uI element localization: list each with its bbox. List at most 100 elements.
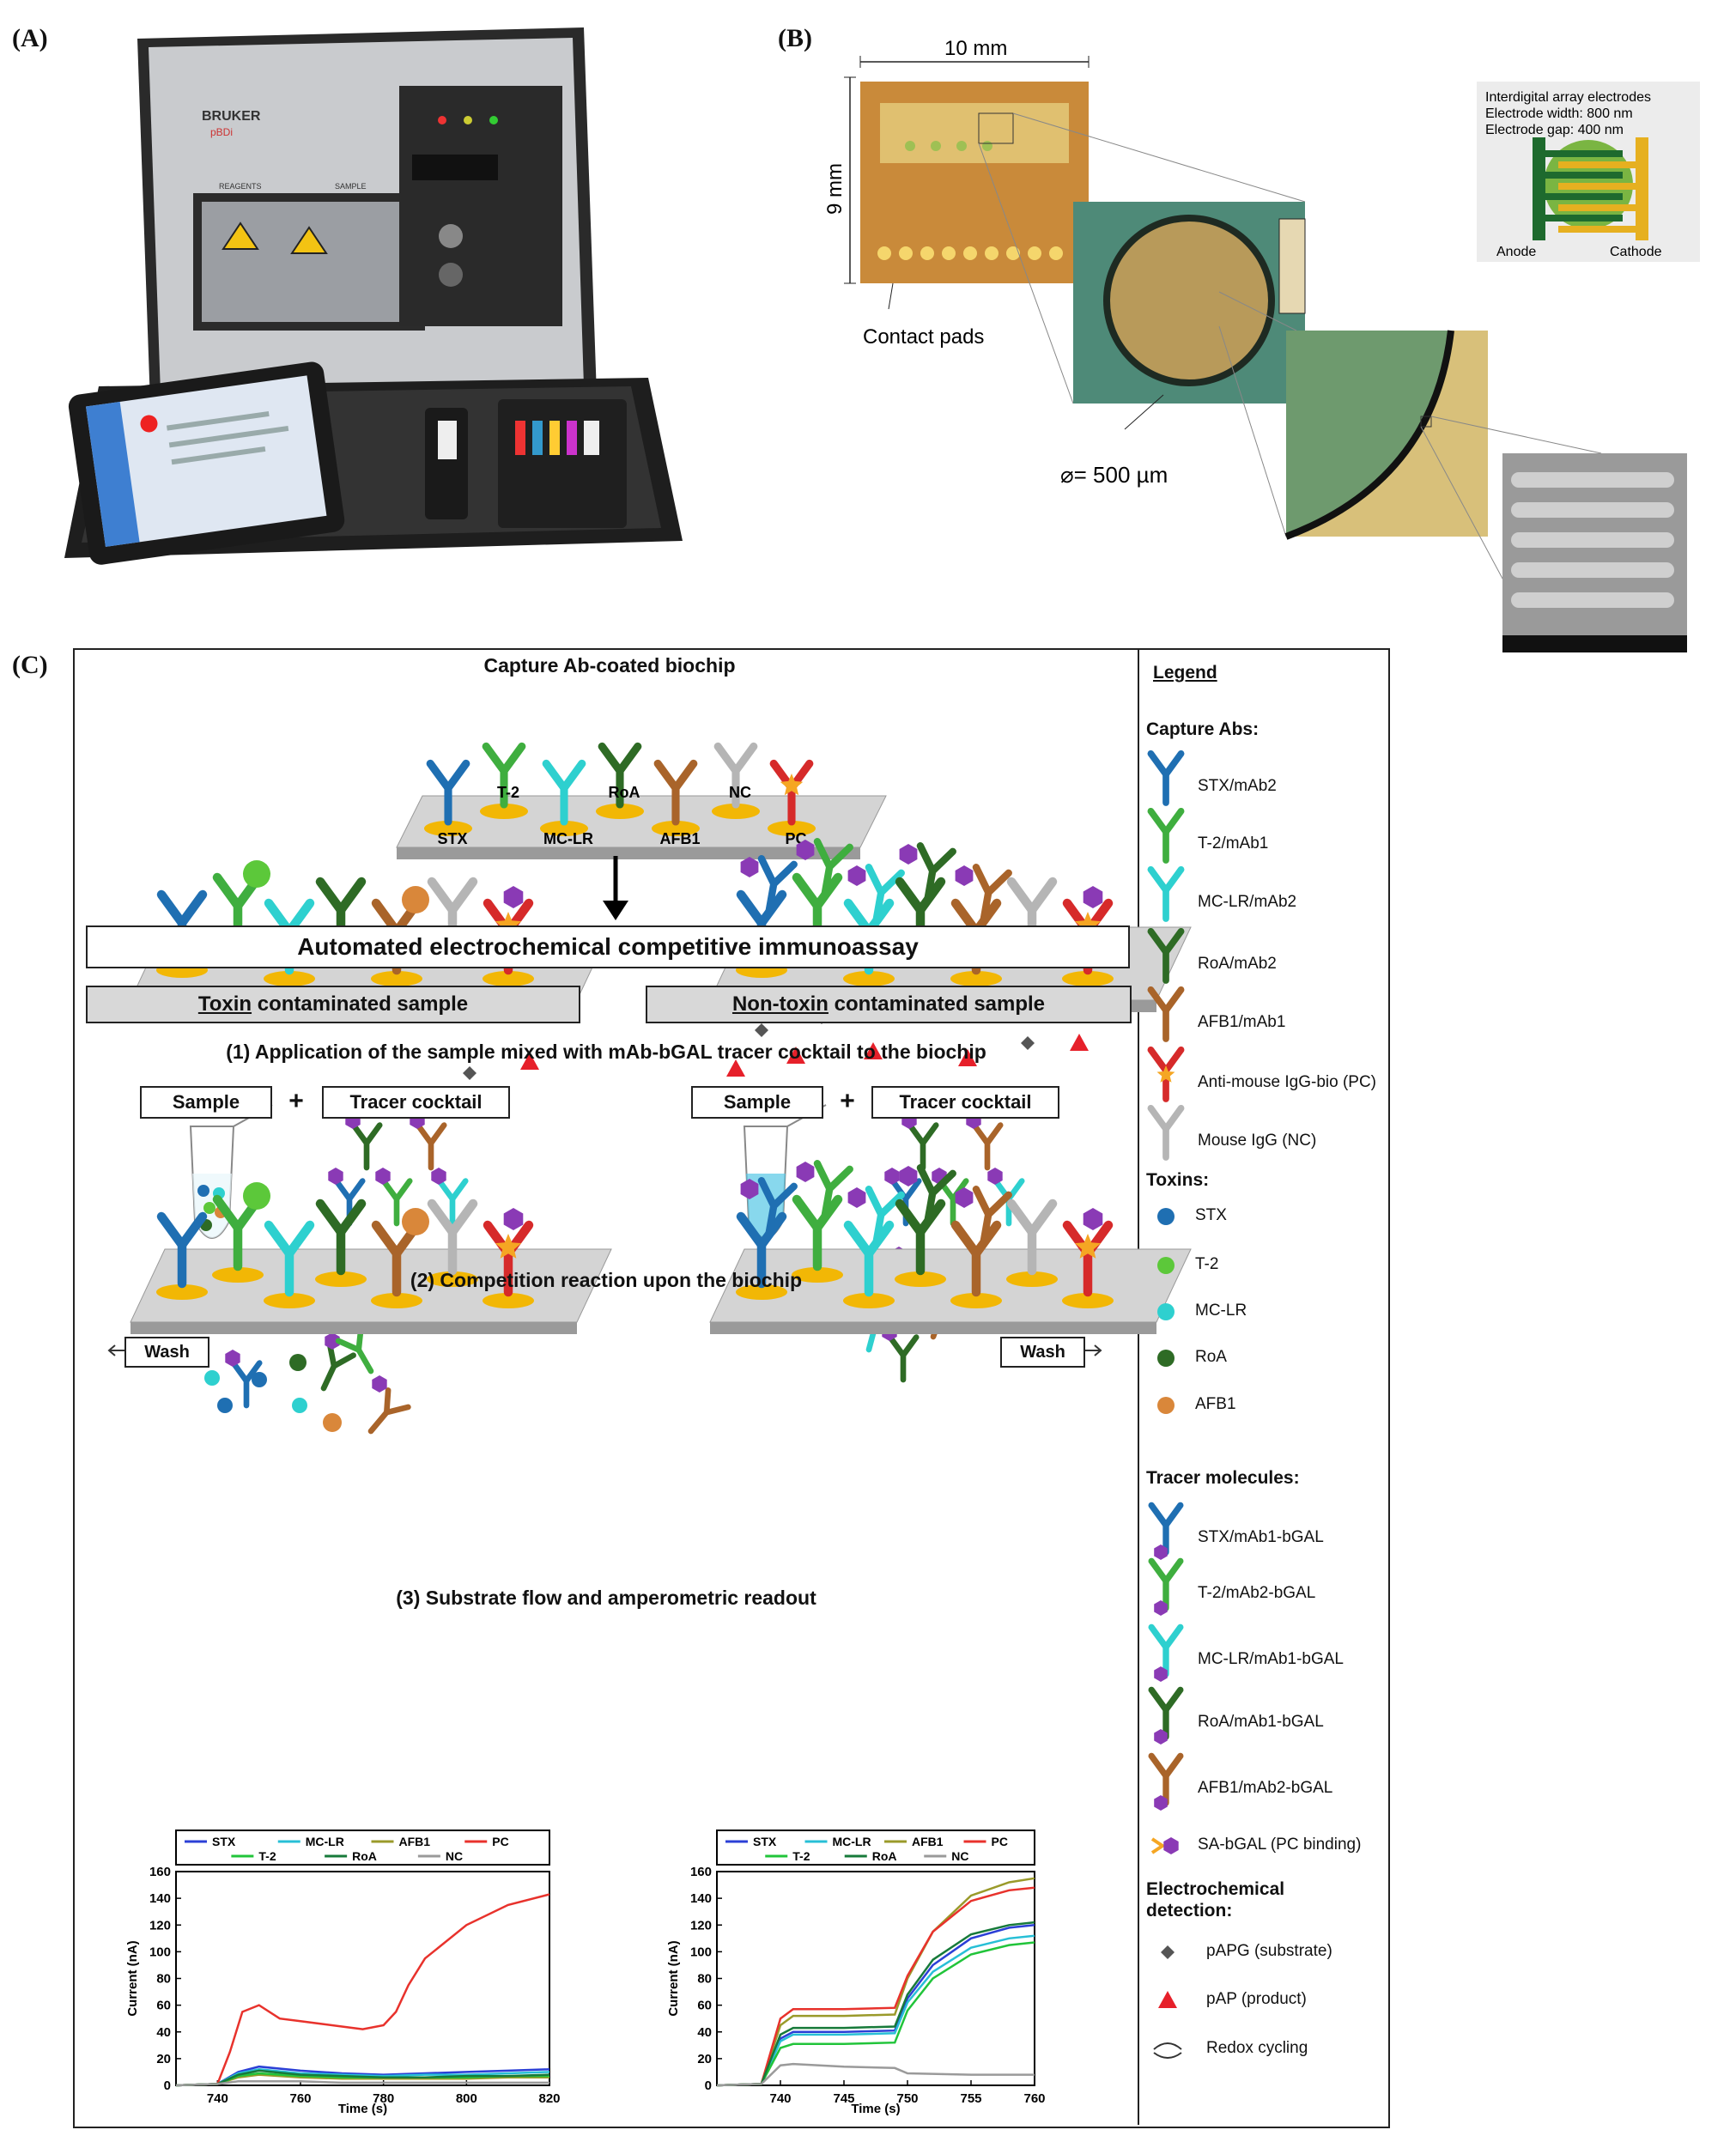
wash-box-right: Wash bbox=[1000, 1337, 1085, 1368]
y-tick-label: 20 bbox=[156, 2052, 171, 2066]
step-2-title: (2) Competition reaction upon the biochi… bbox=[410, 1269, 803, 1291]
free-toxin-STX-2 bbox=[217, 1398, 233, 1413]
legend-toxin-icon-4 bbox=[1157, 1397, 1175, 1414]
tracer-bgal-icon-AFB1 bbox=[372, 1375, 387, 1393]
legend-tracer-bgal-2 bbox=[1154, 1666, 1168, 1682]
step3-nontoxin-spot-AFB1 bbox=[950, 1293, 1002, 1308]
y-tick-label: 120 bbox=[690, 1918, 712, 1933]
device-label-reagents: REAGENTS bbox=[219, 182, 262, 191]
step3-toxin-capture-RoA bbox=[315, 1198, 367, 1276]
chart-legend-label-AFB1: AFB1 bbox=[912, 1835, 944, 1848]
tracer-box-right: Tracer cocktail bbox=[871, 1086, 1059, 1119]
legend-toxin-icon-0 bbox=[1157, 1208, 1175, 1225]
plus-right: + bbox=[840, 1087, 855, 1115]
series-line-NC bbox=[716, 2062, 1035, 2087]
step2-nontoxin-pc-bgal bbox=[1083, 886, 1103, 908]
y-tick-label: 80 bbox=[156, 1972, 171, 1987]
legend-tracer-item-2: MC-LR/mAb1-bGAL bbox=[1198, 1650, 1344, 1668]
step3-nontoxin-product-2 bbox=[864, 1042, 883, 1059]
panel-label-b: (B) bbox=[778, 24, 812, 52]
step2-toxin-bound-T-2 bbox=[243, 860, 270, 888]
spot-T-2 bbox=[480, 804, 528, 819]
legend-capture-icon-1 bbox=[1147, 807, 1185, 864]
y-tick-label: 160 bbox=[149, 1865, 171, 1879]
step2-nontoxin-bound-tracer-T-2 bbox=[813, 838, 853, 901]
step3-toxin-spot-AFB1 bbox=[371, 1293, 422, 1308]
series-line-RoA bbox=[716, 1921, 1035, 2087]
legend-toxin-icon-1 bbox=[1157, 1257, 1175, 1274]
legend-pc-star-icon bbox=[1156, 1065, 1175, 1083]
legend-toxin-icon-2 bbox=[1157, 1303, 1175, 1320]
step2-nontoxin-spot-PC bbox=[1062, 971, 1114, 986]
contact-pads-label: Contact pads bbox=[863, 325, 984, 349]
chart-legend-label-STX: STX bbox=[753, 1835, 777, 1848]
step3-toxin-substrate bbox=[463, 1066, 476, 1080]
ida-cathode-label: Cathode bbox=[1610, 245, 1662, 259]
legend-capture-item-3: RoA/mAb2 bbox=[1198, 955, 1277, 973]
wash-arrow-left bbox=[107, 1344, 126, 1356]
x-tick-label: 740 bbox=[207, 2091, 228, 2106]
biochip-spot-label-MC-LR: MC-LR bbox=[543, 830, 593, 847]
step2-nontoxin-spot-AFB1 bbox=[950, 971, 1002, 986]
toxin-sample-header: Toxin contaminated sample bbox=[86, 986, 580, 1023]
step-1-title: (1) Application of the sample mixed with… bbox=[226, 1041, 986, 1063]
step3-nontoxin-bound-bgal-MC-LR bbox=[847, 1187, 866, 1208]
tracer-icon-AFB1 bbox=[367, 1387, 411, 1435]
step2-toxin-spot-AFB1 bbox=[371, 971, 422, 986]
legend-electro-head: Electrochemical detection: bbox=[1146, 1879, 1285, 1921]
x-tick-label: 760 bbox=[1023, 2091, 1045, 2106]
free-toxin-MC-LR bbox=[204, 1370, 220, 1386]
step3-nontoxin-bound-tracer-MC-LR bbox=[865, 1186, 905, 1249]
y-tick-label: 140 bbox=[149, 1891, 171, 1906]
legend-tracer-bgal-4 bbox=[1154, 1795, 1168, 1811]
tracer-icon-RoA bbox=[350, 1122, 383, 1171]
chart-legend-label-T-2: T-2 bbox=[258, 1849, 276, 1863]
capture-biochip-plate-edge bbox=[397, 847, 860, 859]
legend-capture-icon-4 bbox=[1147, 986, 1185, 1042]
ida-anode-label: Anode bbox=[1496, 245, 1536, 259]
ida-inset-gap: Electrode gap: 400 nm bbox=[1485, 123, 1624, 137]
spot-MC-LR bbox=[540, 821, 588, 836]
chart-legend-label-NC: NC bbox=[951, 1849, 968, 1863]
assay-title: Automated electrochemical competitive im… bbox=[86, 925, 1130, 968]
tracer-bgal-icon-MC-LR bbox=[431, 1168, 446, 1185]
spot-AFB1 bbox=[652, 821, 700, 836]
y-tick-label: 0 bbox=[705, 2078, 712, 2093]
step3-nontoxin-spot-RoA bbox=[895, 1271, 946, 1287]
step3-toxin-capture-NC bbox=[427, 1198, 478, 1276]
biochip-spot-label-STX: STX bbox=[437, 830, 467, 847]
ida-inset-title: Interdigital array electrodes bbox=[1485, 90, 1651, 105]
legend-tracer-item-1: T-2/mAb2-bGAL bbox=[1198, 1584, 1316, 1602]
legend-product-icon bbox=[1158, 1991, 1177, 2008]
legend-divider bbox=[1138, 648, 1139, 2125]
legend-tracer-item-5: SA-bGAL (PC binding) bbox=[1198, 1836, 1362, 1854]
biochip-micrographs: 10 mm 9 mm Contact pads ⌀= 500 µm Interd… bbox=[823, 37, 1700, 652]
step3-nontoxin-spot-MC-LR bbox=[843, 1293, 895, 1308]
toxin-word: Toxin bbox=[197, 992, 252, 1016]
legend-title: Legend bbox=[1153, 663, 1217, 683]
legend-tracer-icon-4 bbox=[1148, 1752, 1184, 1806]
chart-legend-label-NC: NC bbox=[446, 1849, 463, 1863]
toxin-rest: contaminated sample bbox=[252, 992, 469, 1016]
legend-tracer-icon-0 bbox=[1148, 1502, 1184, 1556]
spot-NC bbox=[712, 804, 760, 819]
step3-toxin-spot-T-2 bbox=[212, 1267, 264, 1283]
step3-nontoxin-bound-bgal-STX bbox=[740, 1179, 759, 1199]
x-tick-label: 820 bbox=[538, 2091, 560, 2106]
chart-legend-label-PC: PC bbox=[992, 1835, 1008, 1848]
y-tick-label: 40 bbox=[697, 2025, 712, 2040]
device-label-sample: SAMPLE bbox=[335, 182, 367, 191]
y-tick-label: 100 bbox=[149, 1945, 171, 1959]
y-tick-label: 0 bbox=[164, 2078, 171, 2093]
chart-legend-box bbox=[716, 1830, 1035, 1866]
legend-electro-item-2: Redox cycling bbox=[1206, 2039, 1308, 2057]
tracer-icon-RoA bbox=[320, 1341, 356, 1392]
step3-nontoxin-substrate-3 bbox=[1021, 1036, 1035, 1050]
capture-ab-icon-STX bbox=[426, 759, 470, 826]
sample-box-left: Sample bbox=[140, 1086, 272, 1119]
legend-tracer-item-4: AFB1/mAb2-bGAL bbox=[1198, 1779, 1333, 1797]
tracer-bgal-icon-STX bbox=[225, 1350, 240, 1367]
series-line-RoA bbox=[175, 2069, 550, 2087]
